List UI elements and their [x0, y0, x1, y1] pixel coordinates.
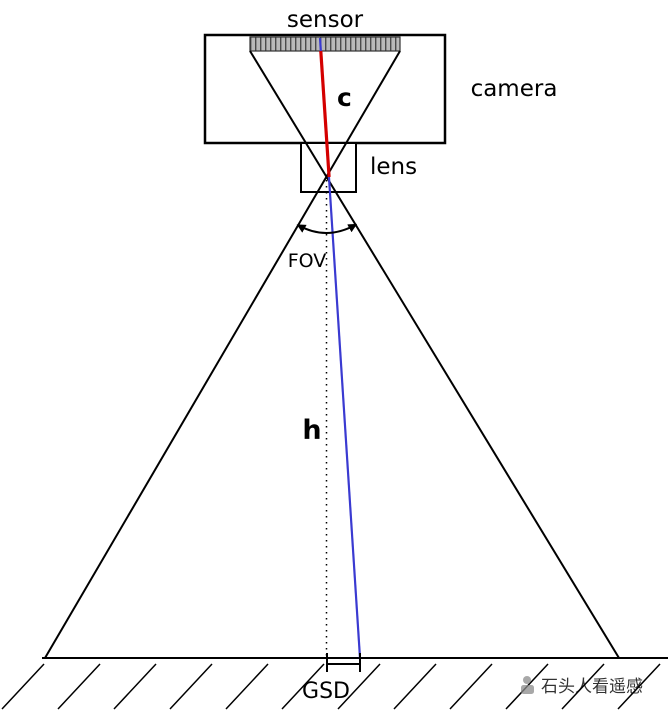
lens-label: lens: [370, 154, 417, 180]
camera-label: camera: [471, 76, 558, 102]
focal-length-red-line: [319, 50, 331, 178]
watermark-logo-icon: [521, 676, 534, 694]
fov-leg-right-sensor-to-left-ground: [44, 50, 401, 659]
sensor-strip: [249, 36, 401, 52]
fov-leg-left-sensor-to-right-ground: [249, 50, 620, 659]
gsd-label: GSD: [302, 679, 350, 704]
gsd-bracket: [326, 653, 361, 672]
ground-hatching: [1, 663, 661, 710]
sensor-label: sensor: [287, 7, 364, 33]
flight-height-label: h: [302, 415, 321, 446]
watermark-text: 石头人看遥感: [541, 677, 643, 697]
focal-length-label: c: [337, 83, 352, 112]
fov-angle-arc: [296, 223, 358, 235]
watermark: 石头人看遥感: [521, 676, 643, 697]
fov-label: FOV: [288, 250, 327, 272]
